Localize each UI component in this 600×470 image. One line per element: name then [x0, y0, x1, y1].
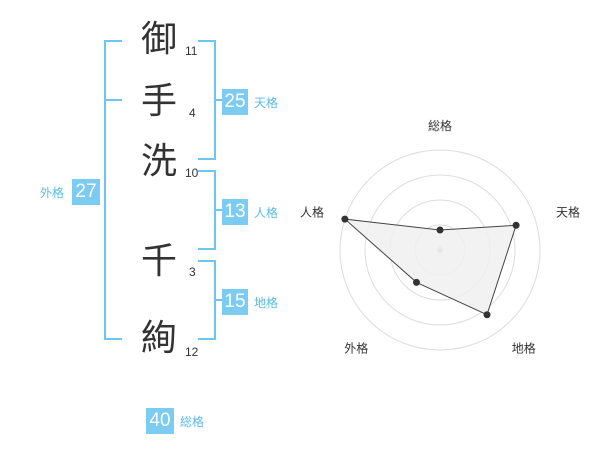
radar-polygon: [343, 218, 517, 316]
tenkaku-value: 25: [222, 89, 248, 115]
tenkaku-label: 天格: [254, 96, 279, 110]
soukaku-value: 40: [146, 408, 174, 434]
stroke-count-4: 3: [189, 265, 196, 279]
radar-grid-ring-4: [339, 149, 541, 351]
chikaku-bracket-tick: [216, 299, 222, 301]
radar-axis-label-1: 総格: [428, 118, 452, 133]
radar-point-5: [341, 215, 349, 223]
jinkaku-bracket-tick: [216, 209, 222, 211]
radar-axis-label-5: 人格: [300, 204, 324, 219]
radar-point-2: [512, 221, 520, 229]
gaikaku-value: 27: [72, 179, 100, 205]
radar-axis-label-3: 地格: [512, 341, 536, 356]
stroke-count-2: 4: [189, 106, 196, 120]
radar-grid-ring-3: [364, 174, 516, 326]
gaikaku-bracket: [104, 40, 122, 340]
radar-point-4: [412, 278, 420, 286]
gaikaku-bracket-tick: [104, 99, 122, 101]
tenkaku-bracket-tick: [216, 99, 222, 101]
radar-point-3: [483, 311, 491, 319]
jinkaku-value: 13: [222, 199, 248, 225]
radar-axis-label-2: 天格: [556, 204, 580, 219]
name-char-4: 千: [141, 241, 178, 282]
name-char-1: 御: [141, 19, 178, 60]
chikaku-label: 地格: [254, 296, 279, 310]
stroke-count-5: 12: [185, 345, 199, 359]
stroke-count-3: 10: [185, 166, 199, 180]
gaikaku-label: 外格: [40, 186, 65, 200]
name-char-3: 洗: [141, 141, 178, 182]
name-char-2: 手: [141, 81, 178, 122]
tenkaku-bracket: [198, 40, 216, 160]
radar-point-1: [436, 226, 444, 234]
stroke-count-1: 11: [185, 44, 198, 58]
chikaku-bracket: [198, 260, 216, 340]
chikaku-value: 15: [222, 289, 248, 315]
radar-axis-label-4: 外格: [344, 341, 368, 356]
jinkaku-label: 人格: [254, 206, 279, 220]
soukaku-label: 総格: [180, 415, 205, 429]
name-char-5: 絢: [141, 318, 178, 359]
jinkaku-bracket: [198, 170, 216, 250]
